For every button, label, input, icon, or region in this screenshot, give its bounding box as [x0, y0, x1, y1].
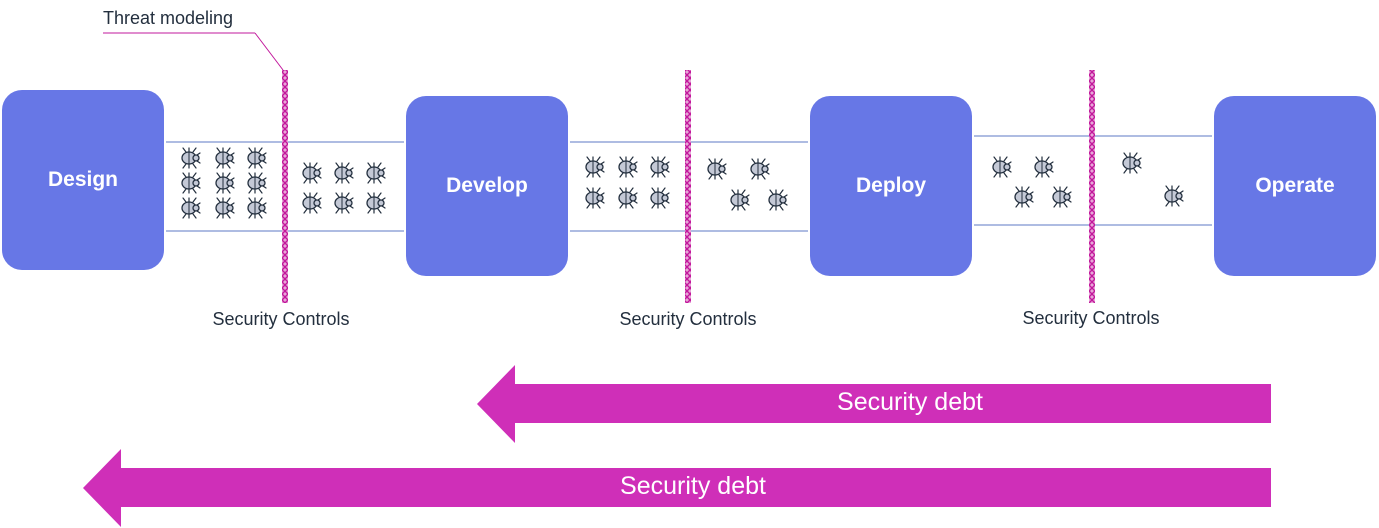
security-debt-label-short: Security debt: [837, 388, 983, 416]
security-controls-label-2: Security Controls: [619, 309, 757, 329]
bug-icon: [618, 156, 638, 178]
bug-icon: [618, 187, 638, 209]
bug-icon: [1164, 185, 1184, 207]
bug-icon: [707, 158, 727, 180]
bug-icon: [302, 192, 322, 214]
bug-icon: [650, 156, 670, 178]
security-control-barrier-1: [282, 70, 288, 303]
threat-modeling-leader: [103, 32, 284, 71]
stage-deploy: Deploy: [810, 96, 972, 276]
bugs-layer: [181, 147, 1184, 219]
bug-icon: [1122, 152, 1142, 174]
stage-develop: Develop: [406, 96, 568, 276]
bug-icon: [181, 147, 201, 169]
bug-icon: [181, 172, 201, 194]
security-debt-label-long: Security debt: [620, 472, 766, 500]
security-control-barrier-2: [685, 70, 691, 303]
bug-icon: [750, 158, 770, 180]
bug-icon: [730, 189, 750, 211]
stage-operate: Operate: [1214, 96, 1376, 276]
bug-icon: [302, 162, 322, 184]
security-controls-label-3: Security Controls: [1022, 308, 1160, 328]
stage-design: Design: [2, 90, 164, 270]
bug-icon: [585, 187, 605, 209]
bug-icon: [181, 197, 201, 219]
bug-icon: [334, 192, 354, 214]
security-debt-arrow-long: [83, 449, 1271, 527]
bug-icon: [247, 197, 267, 219]
bug-icon: [1014, 186, 1034, 208]
bug-icon: [215, 147, 235, 169]
bug-icon: [334, 162, 354, 184]
threat-modeling-label: Threat modeling: [103, 8, 234, 28]
bug-icon: [247, 147, 267, 169]
bug-icon: [366, 162, 386, 184]
bug-icon: [585, 156, 605, 178]
bug-icon: [366, 192, 386, 214]
security-control-barrier-3: [1089, 70, 1095, 303]
bug-icon: [650, 187, 670, 209]
bug-icon: [1052, 186, 1072, 208]
bug-icon: [768, 189, 788, 211]
bug-icon: [992, 156, 1012, 178]
security-controls-label-1: Security Controls: [212, 309, 350, 329]
security-debt-arrow-short: [477, 365, 1271, 443]
bug-icon: [215, 197, 235, 219]
bug-icon: [247, 172, 267, 194]
bug-icon: [215, 172, 235, 194]
bug-icon: [1034, 156, 1054, 178]
